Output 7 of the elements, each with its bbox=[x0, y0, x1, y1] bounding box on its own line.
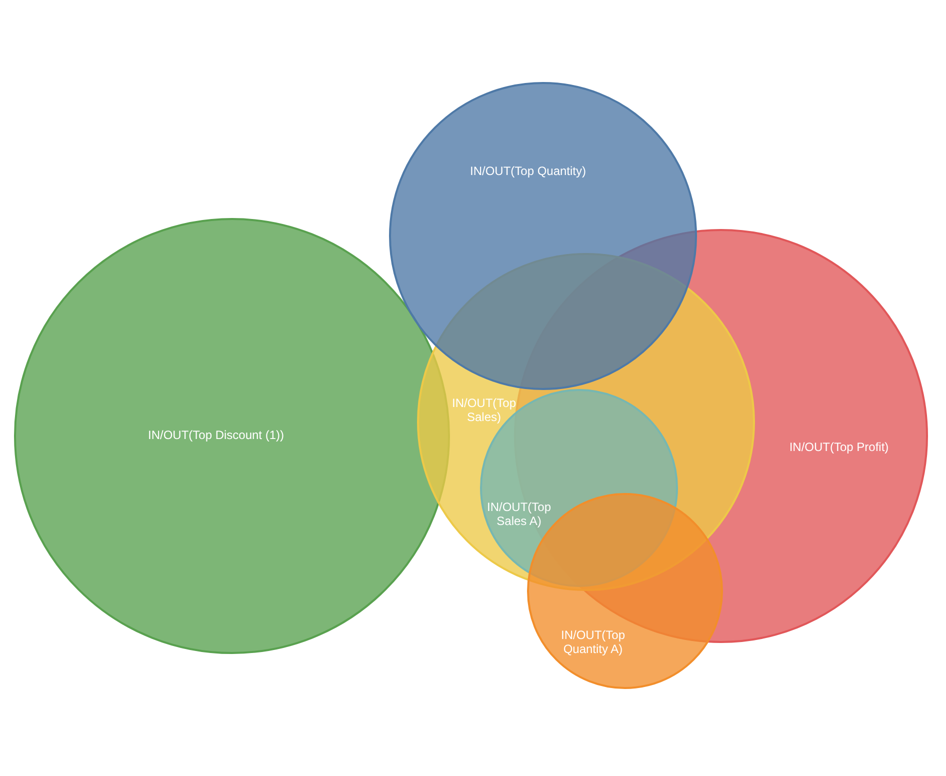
set-circle bbox=[389, 82, 697, 390]
set-label: IN/OUT(Top Sales A) bbox=[486, 500, 552, 528]
set-label: IN/OUT(Top Quantity) bbox=[468, 164, 588, 178]
set-label: IN/OUT(Top Quantity A) bbox=[560, 628, 626, 656]
set-label: IN/OUT(Top Discount (1)) bbox=[146, 428, 286, 442]
set-label: IN/OUT(Top Profit) bbox=[788, 440, 890, 454]
set-label: IN/OUT(Top Sales) bbox=[451, 396, 517, 424]
